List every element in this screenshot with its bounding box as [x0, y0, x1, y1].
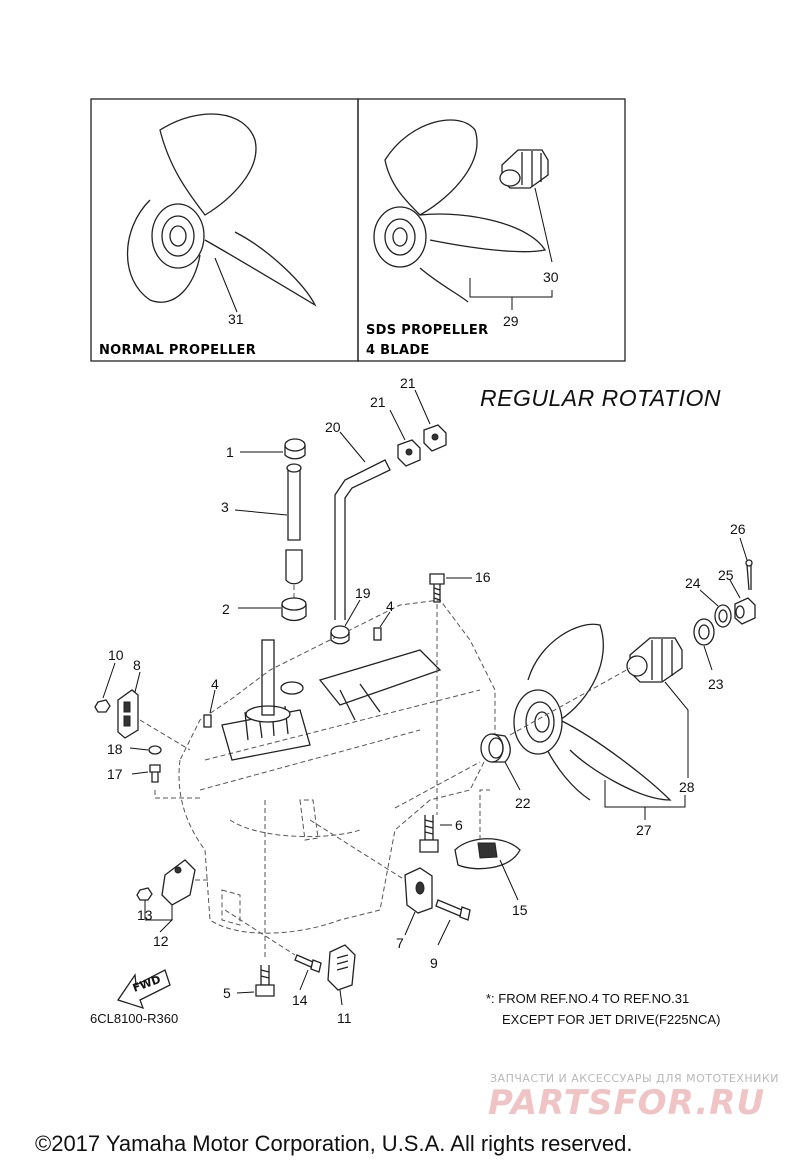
- callout-2: 2: [222, 601, 230, 617]
- part-19-grommet: [330, 625, 350, 645]
- note-line-1: *: FROM REF.NO.4 TO REF.NO.31: [486, 991, 689, 1006]
- part-16-bolt: [429, 573, 445, 603]
- callout-4a: 4: [386, 598, 394, 614]
- callout-20: 20: [325, 419, 341, 435]
- callout-25: 25: [718, 567, 734, 583]
- callout-18: 18: [107, 741, 123, 757]
- diagram-code: 6CL8100-R360: [90, 1011, 178, 1026]
- callout-27: 27: [636, 822, 652, 838]
- diagram-title: REGULAR ROTATION: [480, 385, 721, 411]
- callout-7: 7: [396, 935, 404, 951]
- part-1-grommet: [284, 438, 306, 460]
- callout-3: 3: [221, 499, 229, 515]
- part-20-shift-rod: [334, 459, 391, 620]
- inset-sds-propeller: 30 29 SDS PROPELLER 4 BLADE: [357, 98, 626, 362]
- callout-28: 28: [679, 779, 695, 795]
- part-11-anode: [327, 944, 356, 991]
- part-7-anode-pad: [404, 867, 433, 914]
- callout-26: 26: [730, 521, 746, 537]
- part-27-propeller: [513, 623, 672, 801]
- callout-6: 6: [455, 817, 463, 833]
- part-21-clip-a: [397, 439, 421, 467]
- callout-5: 5: [223, 985, 231, 1001]
- copyright: ©2017 Yamaha Motor Corporation, U.S.A. A…: [35, 1131, 632, 1156]
- part-4-dowel-a: [373, 627, 382, 641]
- callout-4b: 4: [211, 676, 219, 692]
- callout-24: 24: [685, 575, 701, 591]
- callout-10: 10: [108, 647, 124, 663]
- part-25-nut: [734, 597, 756, 625]
- normal-propeller-label: NORMAL PROPELLER: [99, 343, 256, 358]
- part-5-bolt: [255, 965, 275, 997]
- part-18-oring: [148, 745, 162, 755]
- part-8-bracket: [117, 689, 139, 739]
- part-9-bolt: [435, 899, 471, 921]
- part-3-water-tube: [285, 463, 303, 600]
- part-22-thrust-washer: [480, 733, 511, 763]
- callout-29: 29: [503, 313, 519, 329]
- part-26-cotter-pin: [745, 559, 753, 591]
- part-23-spacer: [693, 618, 715, 646]
- watermark-tagline: ЗАПЧАСТИ И АКСЕССУАРЫ ДЛЯ МОТОТЕХНИКИ: [490, 1072, 779, 1085]
- callout-19: 19: [355, 585, 371, 601]
- callout-23: 23: [708, 676, 724, 692]
- fwd-arrow: FWD: [116, 969, 171, 1010]
- callout-12: 12: [153, 933, 169, 949]
- part-4-dowel-b: [203, 714, 212, 728]
- part-10-nut: [94, 699, 111, 713]
- part-15-anode: [454, 838, 521, 870]
- lower-case-body: [178, 599, 496, 934]
- watermark-logo: PARTSFOR.RU: [488, 1083, 765, 1123]
- callout-31: 31: [228, 311, 244, 327]
- callout-21a: 21: [370, 394, 386, 410]
- sds-propeller-label: SDS PROPELLER: [366, 323, 488, 338]
- note-line-2: EXCEPT FOR JET DRIVE(F225NCA): [502, 1012, 720, 1027]
- part-28-hub: [626, 637, 683, 683]
- callout-13: 13: [137, 907, 153, 923]
- callout-14: 14: [292, 992, 308, 1008]
- inset-normal-propeller: 31 NORMAL PROPELLER: [90, 98, 359, 362]
- sds-propeller-illustration: [373, 119, 547, 303]
- callout-16: 16: [475, 569, 491, 585]
- callout-21b: 21: [400, 375, 416, 391]
- callout-1: 1: [226, 444, 234, 460]
- callout-15: 15: [512, 902, 528, 918]
- callout-11: 11: [337, 1010, 352, 1026]
- part-14-bolt: [294, 954, 322, 973]
- normal-propeller-illustration: [126, 113, 317, 307]
- part-17-plug: [149, 764, 161, 783]
- sds-blade-label: 4 BLADE: [366, 343, 430, 358]
- part-21-clip-b: [423, 424, 447, 452]
- part-12-trim-bracket: [161, 859, 196, 906]
- part-24-washer: [714, 604, 732, 628]
- part-6-bolt: [419, 815, 439, 853]
- part-2-seal: [281, 597, 307, 622]
- callout-9: 9: [430, 955, 438, 971]
- sds-hub-part: [499, 149, 549, 189]
- water-pump-housing: [221, 639, 311, 761]
- callout-8: 8: [133, 657, 141, 673]
- callout-22: 22: [515, 795, 531, 811]
- callout-17: 17: [107, 766, 123, 782]
- callout-30: 30: [543, 269, 559, 285]
- part-13-nut: [136, 887, 153, 901]
